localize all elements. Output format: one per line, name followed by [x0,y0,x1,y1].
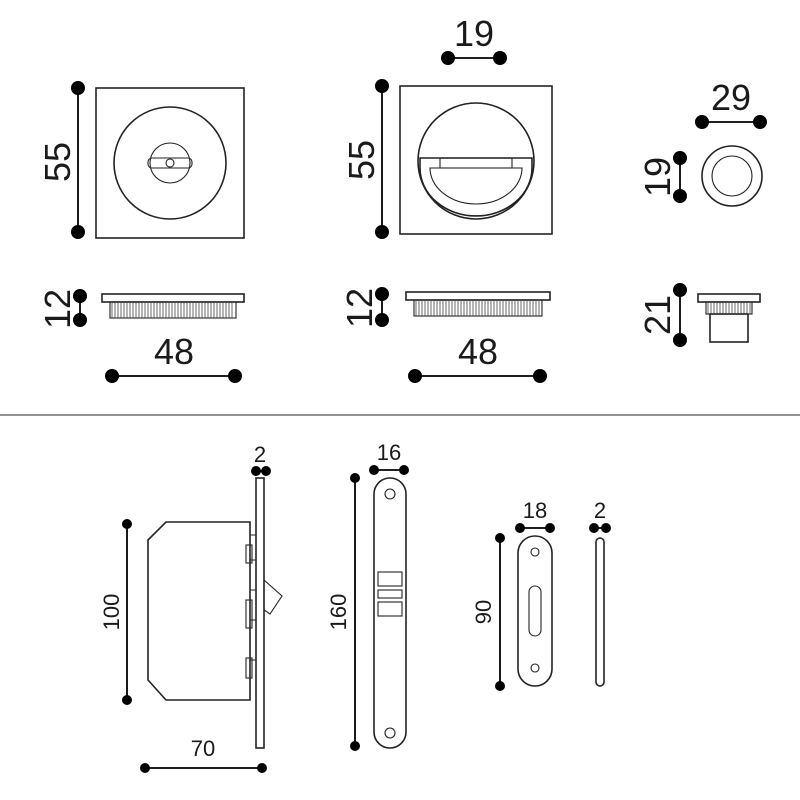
dim-label-forend-width: 16 [377,440,401,465]
forend-plate-front-view [373,477,407,749]
dim-label-lock-body-height: 100 [99,594,124,631]
dim-label-pull-ring-width: 19 [454,13,494,54]
dim-label-forend-length: 160 [326,594,351,631]
dim-label-strike-thickness: 2 [594,498,606,523]
dim-label-pull-plate-height: 55 [341,140,382,180]
dim-knob-diameter: 29 [695,77,767,129]
dim-label-pull-plate-width: 48 [458,331,498,372]
dim-label-square-plate-height: 55 [37,142,78,182]
dim-pull-plate-depth: 12 [339,287,389,328]
dim-label-knob-height: 21 [637,295,678,335]
dim-lock-body-width: 70 [140,736,267,773]
dim-lock-faceplate-thickness: 2 [251,442,271,476]
lock-body-side-view [147,477,283,749]
dim-label-lock-body-width: 70 [191,736,215,761]
dim-forend-width: 16 [369,440,409,475]
dim-label-lock-faceplate-thickness: 2 [254,442,266,467]
dim-strike-thickness: 2 [589,498,611,533]
dim-knob-inner: 19 [637,151,687,203]
dim-square-plate-width: 48 [105,331,242,383]
dim-label-pull-plate-depth: 12 [339,288,380,328]
dim-strike-width: 18 [515,498,555,533]
dim-label-square-plate-width: 48 [154,331,194,372]
dim-label-strike-width: 18 [523,498,547,523]
pull-plate-side-view [405,291,551,317]
dim-knob-height: 21 [637,283,687,347]
strike-plate-front-view [517,535,553,687]
dim-lock-body-height: 100 [99,519,132,705]
dim-label-strike-height: 90 [471,600,496,624]
square-plate-front-view [95,87,245,239]
dim-pull-ring-width: 19 [441,13,507,65]
dim-label-knob-inner: 19 [637,157,678,197]
dim-forend-length: 160 [326,473,360,751]
dim-square-plate-depth: 12 [37,289,87,329]
square-plate-side-view [101,293,245,319]
dim-square-plate-height: 55 [37,81,85,239]
dim-label-square-plate-depth: 12 [37,289,78,329]
knob-side-view [697,293,761,343]
dim-label-knob-diameter: 29 [711,77,751,118]
pull-plate-front-view [399,85,553,235]
dim-pull-plate-width: 48 [408,331,547,383]
strike-plate-side-view [595,537,605,687]
knob-front-view [701,145,763,207]
dim-pull-plate-height: 55 [341,79,389,239]
dim-strike-height: 90 [471,533,505,691]
